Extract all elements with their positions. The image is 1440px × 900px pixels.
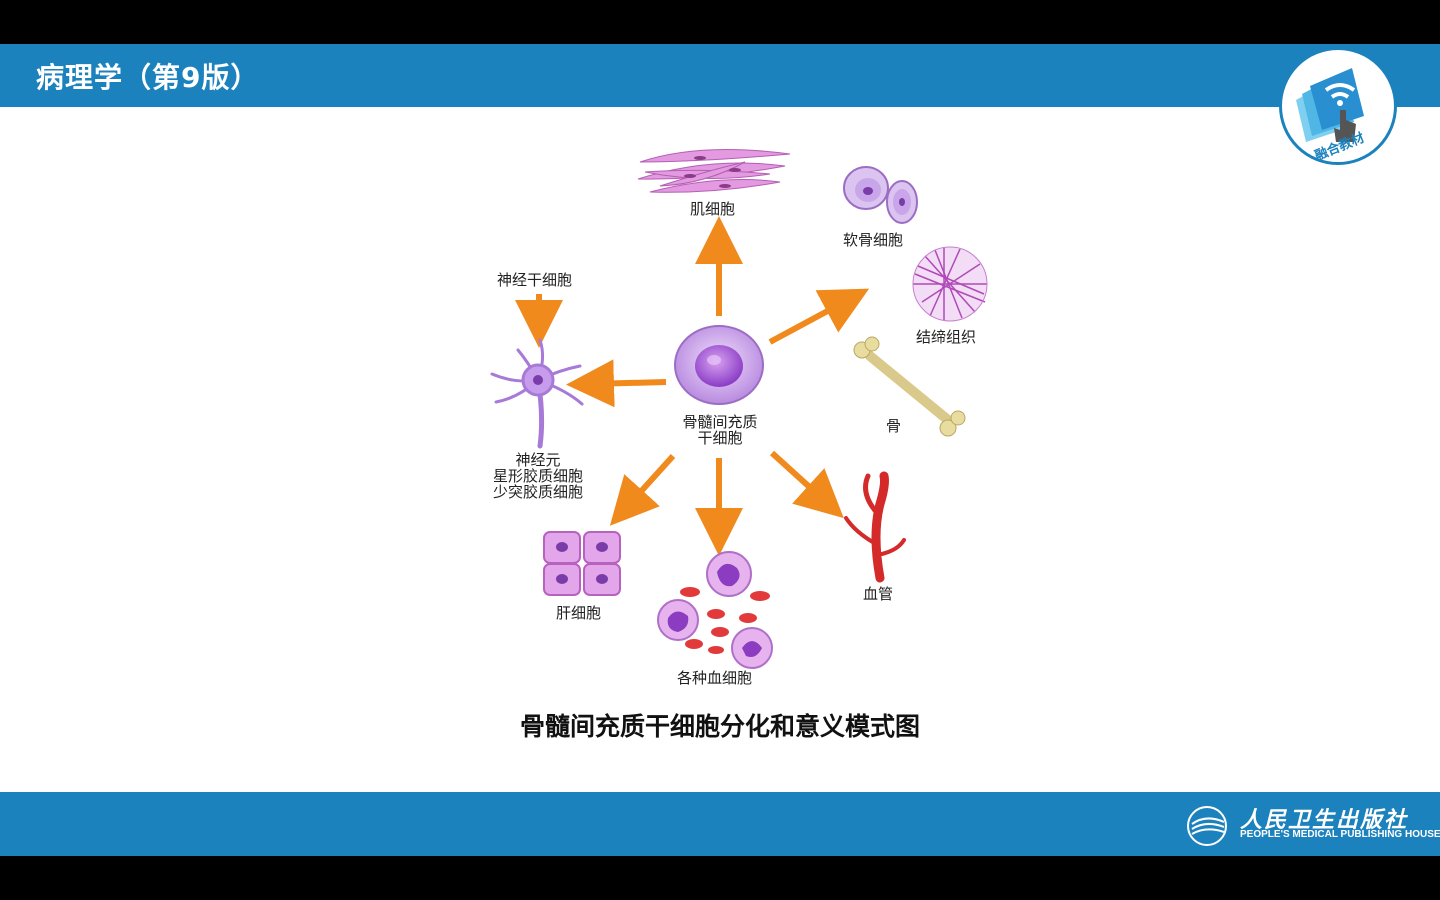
label-stem-cell: 骨髓间充质 干细胞 <box>670 414 770 446</box>
label-liver: 肝细胞 <box>556 605 601 621</box>
label-connective: 结缔组织 <box>916 329 976 345</box>
label-stem-line2: 干细胞 <box>670 430 770 446</box>
neuron <box>492 340 582 446</box>
label-vessel: 血管 <box>863 586 893 602</box>
stem-cell <box>675 326 763 404</box>
label-oligodendrocyte: 少突胶质细胞 <box>478 484 598 500</box>
slide: 病理学（第9版） 融合教材 <box>0 44 1440 856</box>
arrow-to-cartilage <box>770 300 848 342</box>
muscle-cells <box>638 150 790 193</box>
label-neuron: 神经元 <box>478 452 598 468</box>
connective-tissue <box>913 247 987 321</box>
publisher-name-en: PEOPLE'S MEDICAL PUBLISHING HOUSE <box>1240 829 1440 840</box>
label-muscle: 肌细胞 <box>690 201 735 217</box>
bone <box>854 337 965 436</box>
footer-bar: 人民卫生出版社 PEOPLE'S MEDICAL PUBLISHING HOUS… <box>0 792 1440 856</box>
arrow-to-liver <box>626 456 673 508</box>
arrow-to-neuron <box>590 382 666 384</box>
blood-cells <box>658 552 772 668</box>
label-neural-stem: 神经干细胞 <box>497 272 572 288</box>
label-bone: 骨 <box>886 418 901 434</box>
label-astrocyte: 星形胶质细胞 <box>478 468 598 484</box>
label-cartilage: 软骨细胞 <box>843 232 903 248</box>
label-stem-line1: 骨髓间充质 <box>670 414 770 430</box>
label-blood: 各种血细胞 <box>677 670 752 686</box>
label-neuron-group: 神经元 星形胶质细胞 少突胶质细胞 <box>478 452 598 500</box>
blood-vessel <box>846 476 904 578</box>
publisher-logo: 人民卫生出版社 PEOPLE'S MEDICAL PUBLISHING HOUS… <box>1186 802 1426 848</box>
arrow-to-vessel <box>772 453 826 502</box>
figure-caption: 骨髓间充质干细胞分化和意义模式图 <box>400 707 1040 743</box>
liver-cells <box>544 532 620 595</box>
cartilage-cells <box>844 167 917 223</box>
publisher-emblem-icon <box>1186 806 1230 846</box>
